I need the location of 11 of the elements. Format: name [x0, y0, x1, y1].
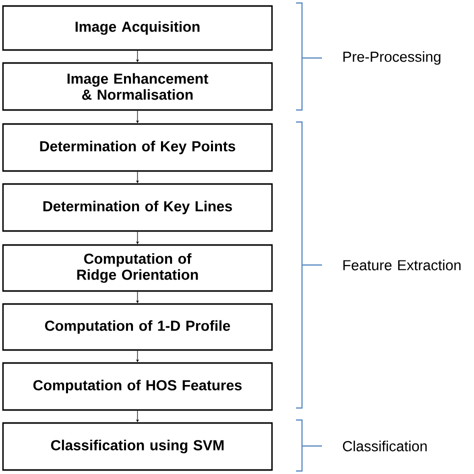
process-box: Classification using SVM: [2, 422, 273, 471]
process-box: Image Enhancement & Normalisation: [2, 62, 273, 111]
process-box: Determination of Key Lines: [2, 183, 273, 232]
process-box: Computation of 1-D Profile: [2, 303, 273, 351]
group-label: Pre-Processing: [343, 51, 440, 65]
process-box: Computation of HOS Features: [2, 362, 273, 411]
process-box: Computation of Ridge Orientation: [2, 244, 273, 292]
group-label: Feature Extraction: [343, 260, 461, 270]
process-box: Image Acquisition: [2, 5, 273, 51]
group-label: Classification: [342, 440, 427, 452]
process-box: Determination of Key Points: [2, 123, 273, 172]
